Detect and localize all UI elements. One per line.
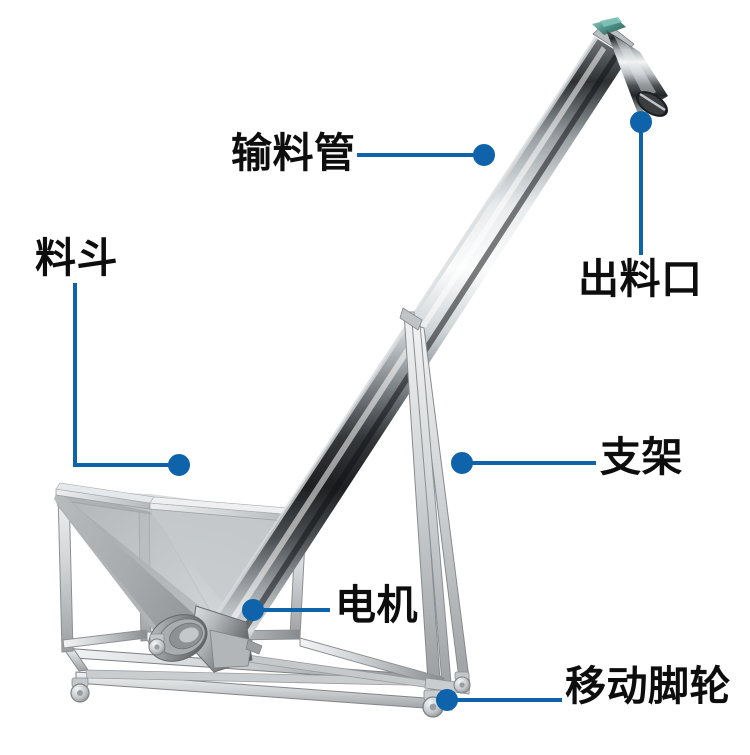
callout-label-motor: 电机 <box>335 581 418 629</box>
callout-label-hopper: 料斗 <box>35 234 118 282</box>
discharge-outlet <box>592 17 669 117</box>
motor <box>148 605 263 673</box>
support-frame <box>247 307 471 696</box>
callout-label-frame: 支架 <box>600 433 683 481</box>
callout-label-pipe: 输料管 <box>231 129 356 177</box>
callout-label-caster: 移动脚轮 <box>565 662 731 710</box>
callout-label-outlet: 出料口 <box>578 255 703 303</box>
